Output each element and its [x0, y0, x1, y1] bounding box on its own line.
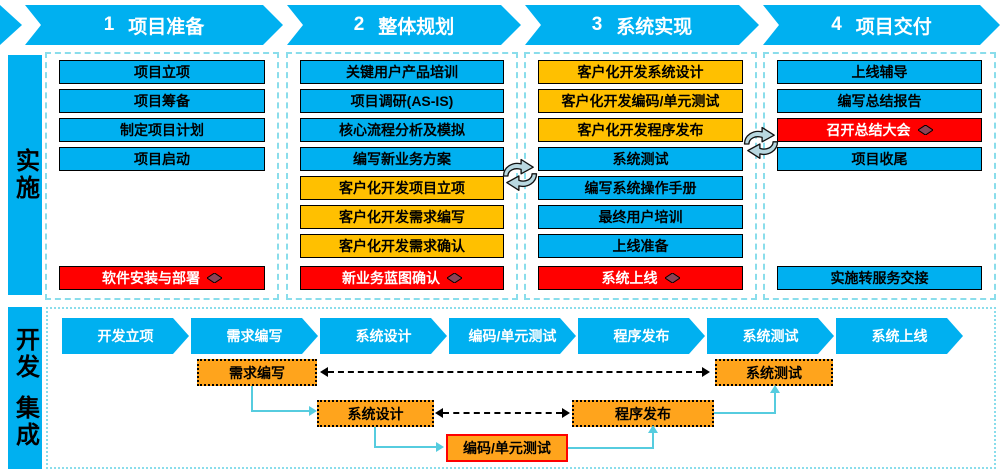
phase-number: 2	[353, 14, 365, 35]
phase-banner-2: 2 整体规划	[287, 5, 521, 45]
milestone-box: 新业务蓝图确认	[300, 266, 504, 290]
dashed-arrow-line	[443, 412, 562, 414]
milestone-box: 系统上线	[538, 266, 743, 290]
dev-detail-box-system-test: 系统测试	[715, 359, 833, 386]
phase-arrow-fragment	[0, 5, 22, 45]
phase4-task-column: 上线辅导 编写总结报告 召开总结大会 项目收尾 实施转服务交接	[763, 52, 996, 300]
connector-line	[652, 432, 654, 448]
phase3-task-column: 客户化开发系统设计 客户化开发编码/单元测试 客户化开发程序发布 系统测试 编写…	[524, 52, 757, 300]
task-box: 上线辅导	[777, 60, 982, 84]
phase-label: 整体规划	[378, 16, 455, 38]
custom-dev-task-box: 客户化开发程序发布	[538, 118, 743, 142]
dev-stage-chevron: 系统设计	[320, 318, 447, 354]
dashed-arrowhead-right	[702, 367, 710, 377]
milestone-diamond-icon	[664, 273, 680, 283]
development-integration-panel: 开发立项 需求编写 系统设计 编码/单元测试 程序发布 系统测试 系统上线 需求…	[46, 307, 996, 469]
task-box: 最终用户培训	[538, 205, 743, 229]
milestone-diamond-icon	[447, 273, 462, 283]
section-label-implementation: 实施	[8, 55, 42, 295]
custom-dev-task-box: 客户化开发系统设计	[538, 60, 743, 84]
task-box: 编写总结报告	[777, 89, 982, 113]
sync-loop-icon	[743, 126, 779, 159]
dev-detail-box-requirements: 需求编写	[197, 359, 317, 386]
custom-dev-task-box: 客户化开发需求编写	[300, 205, 504, 229]
dev-stage-chevron: 需求编写	[191, 318, 318, 354]
dashed-arrowhead-right	[562, 408, 570, 418]
milestone-diamond-icon	[917, 125, 933, 135]
phase-number: 3	[591, 14, 603, 35]
dev-stage-chevron: 程序发布	[578, 318, 705, 354]
phase2-task-column: 关键用户产品培训 项目调研(AS-IS) 核心流程分析及模拟 编写新业务方案 客…	[286, 52, 518, 300]
dashed-arrowhead-left	[435, 408, 443, 418]
phase-banner-1: 1 项目准备	[25, 5, 283, 45]
task-box: 关键用户产品培训	[300, 60, 504, 84]
task-box: 项目立项	[59, 60, 265, 84]
custom-dev-task-box: 客户化开发项目立项	[300, 176, 504, 200]
task-box: 项目筹备	[59, 89, 265, 113]
section-label-development-integration: 开发 集成	[8, 307, 42, 469]
connector-line	[714, 412, 776, 414]
dev-detail-box-release: 程序发布	[572, 400, 714, 427]
phase-number: 4	[831, 14, 842, 35]
dev-stage-chevron: 系统测试	[707, 318, 834, 354]
sync-loop-icon	[502, 158, 538, 191]
task-box: 制定项目计划	[59, 118, 265, 142]
connector-line	[251, 386, 253, 412]
phase-label: 项目交付	[855, 16, 932, 38]
phase1-task-column: 项目立项 项目筹备 制定项目计划 项目启动 软件安装与部署	[45, 52, 279, 300]
task-box: 项目启动	[59, 147, 265, 171]
task-box: 项目收尾	[777, 147, 982, 171]
phase-banner-4: 4 项目交付	[763, 5, 1000, 45]
task-box: 编写系统操作手册	[538, 176, 743, 200]
dev-detail-box-system-design: 系统设计	[317, 400, 434, 427]
custom-dev-task-box: 客户化开发需求确认	[300, 234, 504, 258]
connector-arrowhead	[436, 442, 444, 452]
task-box: 系统测试	[538, 147, 743, 171]
custom-dev-task-box: 客户化开发编码/单元测试	[538, 89, 743, 113]
dev-stage-chevron: 编码/单元测试	[449, 318, 576, 354]
phase-label: 项目准备	[128, 16, 205, 38]
dev-detail-box-coding-unit-test: 编码/单元测试	[446, 434, 568, 462]
task-box: 上线准备	[538, 234, 743, 258]
dashed-arrowhead-left	[320, 367, 328, 377]
phase-label: 系统实现	[616, 16, 693, 38]
milestone-diamond-icon	[207, 273, 222, 283]
connector-line	[774, 392, 776, 413]
task-box: 项目调研(AS-IS)	[300, 89, 504, 113]
task-box: 核心流程分析及模拟	[300, 118, 504, 142]
task-box: 实施转服务交接	[777, 266, 982, 290]
dashed-arrow-line	[328, 371, 702, 373]
connector-arrowhead	[770, 385, 780, 393]
task-box: 编写新业务方案	[300, 147, 504, 171]
dev-stage-chevron: 系统上线	[836, 318, 963, 354]
connector-line	[374, 427, 376, 448]
connector-line	[251, 410, 309, 412]
milestone-box: 软件安装与部署	[59, 266, 265, 290]
connector-line	[374, 446, 436, 448]
phase-number: 1	[103, 14, 115, 35]
connector-arrowhead	[648, 425, 658, 433]
phase-banner-3: 3 系统实现	[525, 5, 759, 45]
connector-line	[568, 447, 654, 449]
dev-stage-chevron: 开发立项	[62, 318, 189, 354]
milestone-box: 召开总结大会	[777, 118, 982, 142]
connector-arrowhead	[309, 406, 317, 416]
